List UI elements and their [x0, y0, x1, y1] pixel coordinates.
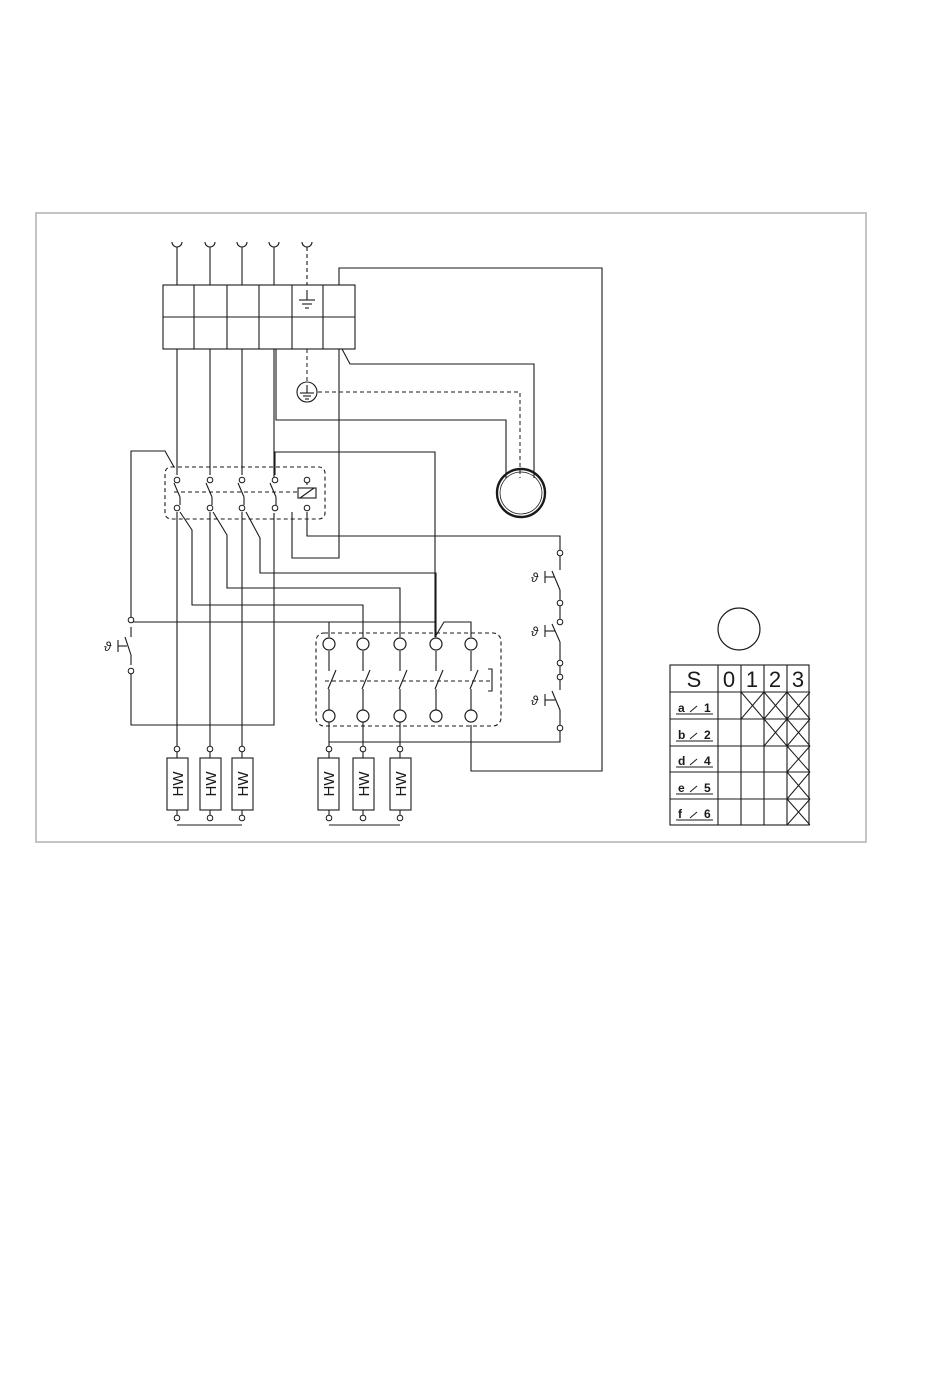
contactor-contacts — [174, 483, 276, 505]
row-contact-label: b — [678, 728, 685, 742]
closed-mark — [787, 719, 810, 746]
row-contact-label: f — [678, 807, 683, 821]
closed-mark — [764, 719, 787, 746]
earth-ground-icon — [299, 290, 315, 308]
contactor-group — [165, 467, 325, 519]
earth-terminal-icon — [297, 382, 317, 402]
row-contact-label: e — [678, 781, 685, 795]
row-terminal-label: 4 — [704, 754, 711, 768]
supply-terminals — [172, 242, 312, 285]
thermostat-symbol: ϑ — [531, 624, 539, 639]
heater-label: HW — [356, 771, 373, 797]
heater-label: HW — [235, 771, 252, 797]
closed-mark — [787, 772, 810, 799]
switch-closed-marks — [741, 692, 810, 825]
position-1-label: 1 — [746, 667, 758, 692]
selector-switch-contacts — [325, 651, 492, 710]
motor-icon — [497, 469, 545, 517]
contactor-coil — [298, 488, 316, 498]
row-terminal-label: 6 — [704, 807, 711, 821]
wire-junctions — [128, 477, 563, 821]
position-3-label: 3 — [792, 667, 804, 692]
right-thermostat-switches — [545, 571, 560, 710]
thermostat-symbol: ϑ — [531, 570, 539, 585]
closed-mark — [741, 692, 764, 719]
closed-mark — [787, 692, 810, 719]
selector-knob-icon[interactable] — [718, 608, 760, 650]
heater-label: HW — [170, 771, 187, 797]
selector-switch-terminals — [323, 638, 477, 722]
heater-label: HW — [321, 771, 338, 797]
terminal-block — [163, 285, 355, 349]
position-0-label: 0 — [723, 667, 735, 692]
thermostat-symbol: ϑ — [531, 693, 539, 708]
left-thermostat-switch — [118, 627, 131, 665]
row-terminal-label: 5 — [704, 781, 711, 795]
closed-mark — [764, 692, 787, 719]
closed-mark — [787, 746, 810, 772]
row-terminal-label: 2 — [704, 728, 711, 742]
position-2-label: 2 — [769, 667, 781, 692]
row-contact-label: a — [678, 701, 685, 715]
closed-mark — [787, 799, 810, 825]
row-contact-label: d — [678, 754, 685, 768]
heater-label: HW — [393, 771, 410, 797]
table-header-label: S — [687, 667, 702, 692]
thermostat-symbol: ϑ — [104, 639, 112, 654]
heater-label: HW — [203, 771, 220, 797]
row-terminal-label: 1 — [704, 701, 711, 715]
